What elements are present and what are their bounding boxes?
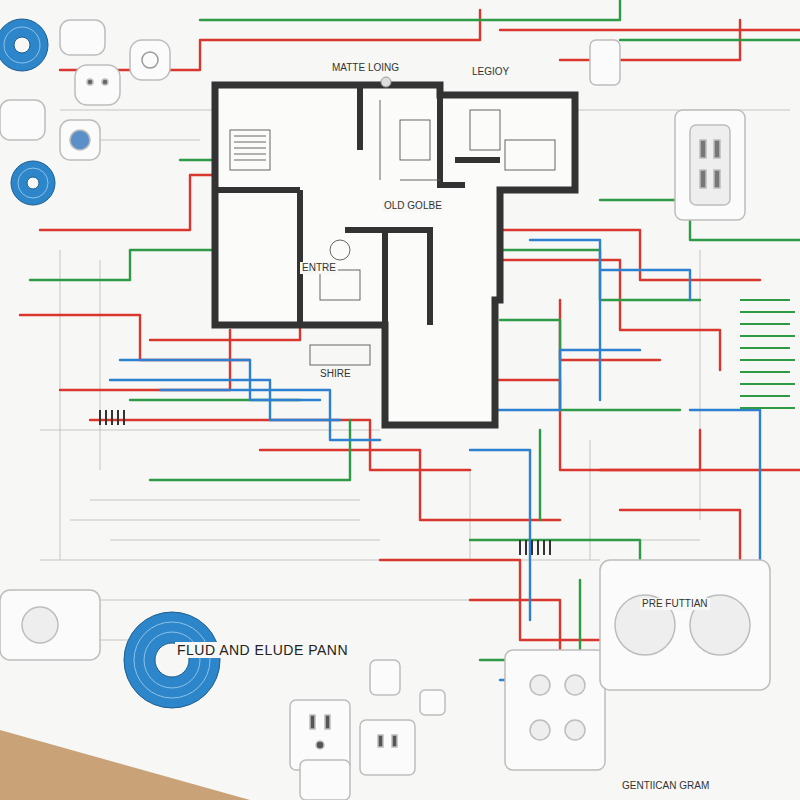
terminal-fringe [740, 300, 795, 408]
cable-coils [0, 19, 220, 708]
plan-label: MATTE LOING [330, 62, 401, 74]
plan-label: ENTRE [300, 262, 338, 274]
plan-label: GENTIICAN GRAM [620, 780, 711, 792]
plan-title: FLUD AND ELUDE PANN [175, 642, 350, 658]
terminal-combs [100, 410, 550, 555]
plan-label: PRE FUTTIAN [640, 598, 710, 610]
plan-label: SHIRE [318, 368, 353, 380]
plan-label: LEGIOY [470, 66, 511, 78]
wires [20, 0, 800, 760]
floor-plan [215, 77, 575, 425]
outlets [0, 20, 770, 800]
red-wires [20, 10, 800, 720]
plan-label: OLD GOLBE [382, 200, 444, 212]
wood-table [0, 730, 250, 800]
